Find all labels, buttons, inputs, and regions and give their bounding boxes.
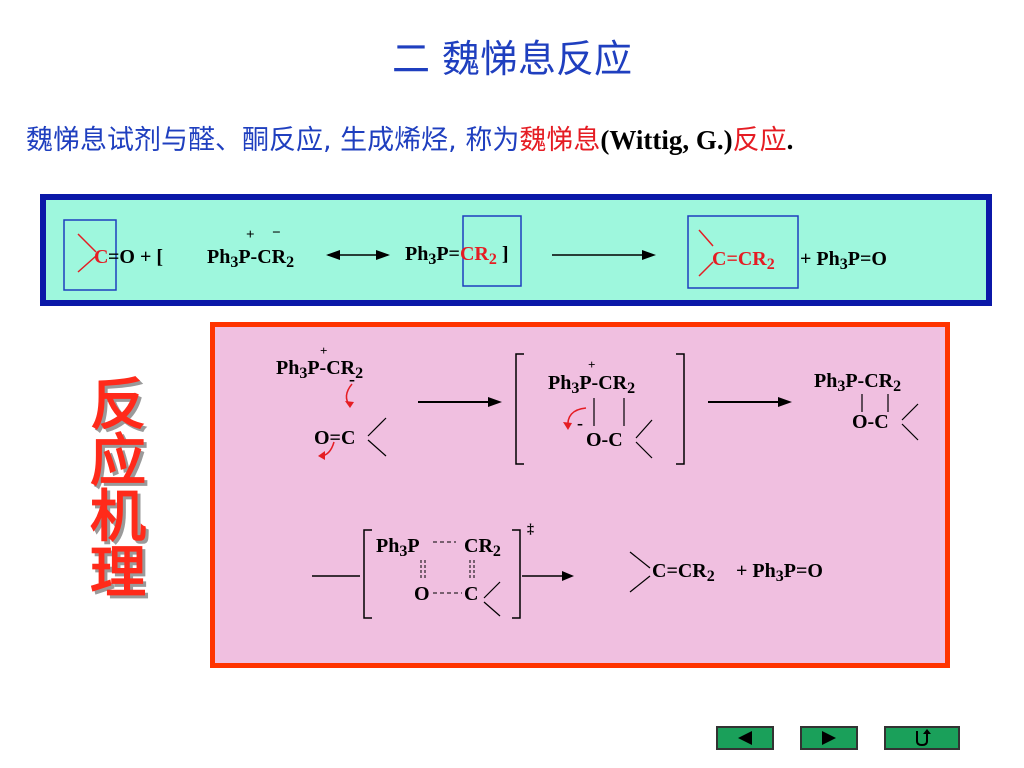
carbonyl-carbon: C bbox=[94, 246, 109, 268]
mech-ylide-plus: + bbox=[320, 343, 328, 358]
ts-oxygen: O bbox=[414, 583, 430, 605]
ts-carbon: C bbox=[464, 583, 479, 605]
final-alkene: C=CR2 bbox=[652, 560, 715, 585]
subtitle-end: . bbox=[786, 125, 794, 155]
page-title: 二 魏悌息反应 bbox=[391, 37, 633, 81]
mech-ylide: Ph3P-CR2 bbox=[276, 357, 364, 382]
next-slide-button[interactable] bbox=[800, 726, 858, 750]
byproduct: + Ph3P=O bbox=[800, 248, 887, 273]
prev-slide-button[interactable] bbox=[716, 726, 774, 750]
carbonyl-rest: =O + [ bbox=[108, 246, 164, 268]
ylide-plus: + bbox=[246, 227, 255, 243]
ylide-minus: − bbox=[272, 225, 281, 241]
subtitle: 魏悌息试剂与醛、酮反应, 生成烯烃, 称为魏悌息(Wittig, G.)反应. bbox=[26, 118, 793, 157]
betaine-plus: + bbox=[588, 357, 596, 372]
oxaphosphetane-top: Ph3P-CR2 bbox=[814, 370, 902, 395]
mech-carbonyl: O=C bbox=[314, 427, 356, 449]
subtitle-red-name: 魏悌息 bbox=[519, 125, 601, 156]
return-icon bbox=[916, 729, 931, 747]
betaine-top: Ph3P-CR2 bbox=[548, 372, 636, 397]
next-arrow-icon bbox=[822, 731, 836, 745]
ylide-formula: Ph3P-CR2 bbox=[207, 246, 295, 271]
ts-carbanion: CR2 bbox=[464, 535, 501, 560]
final-byproduct: + Ph3P=O bbox=[736, 560, 823, 585]
ts-phosphorus: Ph3P bbox=[376, 535, 420, 560]
overall-equation-box bbox=[40, 194, 992, 306]
betaine-bottom: O-C bbox=[586, 429, 623, 451]
subtitle-latin: (Wittig, G.) bbox=[600, 125, 733, 155]
ts-dagger: ‡ bbox=[527, 522, 534, 537]
prev-arrow-icon bbox=[738, 731, 752, 745]
mechanism-box bbox=[210, 322, 950, 668]
ylene-formula: Ph3P=CR2 ] bbox=[405, 243, 509, 268]
subtitle-red-reaction: 反应 bbox=[732, 125, 787, 156]
oxaphosphetane-bottom: O-C bbox=[852, 411, 889, 433]
return-button[interactable] bbox=[884, 726, 960, 750]
subtitle-text: 魏悌息试剂与醛、酮反应, 生成烯烃, 称为 bbox=[26, 125, 520, 156]
betaine-minus: - bbox=[577, 413, 583, 433]
alkene-product: C=CR2 bbox=[712, 248, 775, 273]
mech-ylide-minus: - bbox=[349, 369, 355, 389]
mechanism-side-label: 反应机理 bbox=[90, 373, 146, 606]
